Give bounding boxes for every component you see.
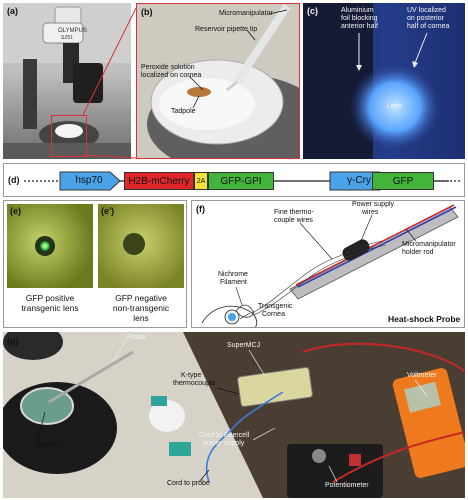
label-peroxide-2: localized on cornea — [141, 72, 202, 79]
scope-model: SZ61 — [61, 35, 73, 41]
panel-label-g: (g) — [7, 336, 19, 346]
caption-e-1: GFP positive — [25, 293, 75, 303]
panel-label-c: (c) — [307, 6, 318, 16]
panel-e-prime: (e') — [98, 204, 184, 288]
caption-e-prime-3: lens — [133, 313, 149, 323]
label-lens: Lens — [387, 103, 403, 110]
label-uv-3: half of cornea — [407, 23, 450, 30]
label-cord-probe: Cord to probe — [167, 480, 210, 487]
gene-gfp: GFP — [372, 172, 434, 190]
gene-gamma-cry: γ-Cry — [347, 175, 371, 186]
panel-label-e-prime: (e') — [101, 206, 115, 216]
gfp-positive-eye — [7, 204, 93, 288]
label-tadpole-b: Tadpole — [171, 108, 196, 115]
scope-brand: OLYMPUS — [58, 28, 87, 34]
gene-h2b-mcherry: H2B-mCherry — [124, 172, 194, 190]
setup-photo — [3, 332, 465, 498]
label-potentiometer: Potentiometer — [325, 482, 369, 489]
gene-hsp70: hsp70 — [75, 175, 103, 186]
label-reservoir-tip: Reservoir pipette tip — [195, 26, 258, 33]
zoom-region-box — [51, 115, 87, 157]
panel-e: (e) — [7, 204, 93, 288]
label-supermcj: SuperMCJ — [227, 342, 261, 349]
probe-title: Heat-shock Probe — [388, 314, 461, 324]
probe-schematic — [201, 204, 459, 327]
label-cord-enercell-2: power supply — [203, 440, 245, 447]
uv-lens-photo — [303, 3, 441, 159]
label-holder-2: holder rod — [402, 249, 434, 256]
label-filament-1: Nichrome — [218, 271, 248, 278]
panel-label-a: (a) — [7, 6, 18, 16]
label-power-wires-2: wires — [362, 209, 379, 216]
panel-label-b: (b) — [141, 7, 153, 17]
label-power-wires-1: Power supply — [352, 201, 395, 208]
label-holder-1: Micromanipulator — [402, 241, 456, 248]
label-voltmeter: Voltmeter — [407, 372, 437, 379]
panel-g: (g) Probe SuperMCJ K-type thermocouple V… — [3, 332, 465, 498]
gfp-negative-eye — [98, 204, 184, 288]
panel-label-e: (e) — [10, 206, 21, 216]
caption-e-prime-2: non-transgenic — [112, 303, 170, 313]
label-cornea-1: Transgenic — [258, 303, 293, 310]
label-uv-2: on posterior — [407, 15, 444, 22]
label-micromanipulator: Micromanipulator — [219, 10, 273, 17]
caption-e-prime-1: GFP negative — [115, 293, 167, 303]
label-uv-1: UV localized — [407, 7, 446, 14]
label-peroxide-1: Peroxide solution — [141, 64, 195, 71]
label-thermo-wires-1: Fine thermo- — [274, 209, 314, 216]
label-foil-3: anterior half — [341, 23, 378, 30]
gene-2a: 2A — [194, 172, 208, 190]
panel-label-f: (f) — [196, 204, 205, 214]
label-ktype-1: K-type — [181, 372, 202, 379]
gene-gfp-gpi: GFP-GPI — [208, 172, 274, 190]
panel-a: OLYMPUS SZ61 (a) — [3, 3, 131, 159]
label-thermo-wires-2: couple wires — [274, 217, 313, 224]
panel-c: Aluminium foil blocking anterior half UV… — [303, 3, 465, 159]
panel-d: (d) hsp70 H2B-mCherry 2A GFP-GPI γ-Cry G… — [3, 163, 465, 197]
panel-b: Micromanipulator Reservoir pipette tip P… — [136, 3, 300, 159]
label-tadpole-g: Tadpole — [33, 442, 58, 449]
panel-label-d: (d) — [8, 175, 20, 185]
caption-e-2: transgenic lens — [21, 303, 79, 313]
label-foil-2: foil blocking — [341, 15, 378, 22]
petri-dish-photo — [137, 4, 299, 158]
panel-f: (f) Fine thermo- couple wires Power supp… — [191, 200, 465, 328]
label-cord-enercell-1: Cord to Enercell — [199, 432, 250, 439]
label-cornea-2: Cornea — [262, 311, 285, 318]
label-foil-1: Aluminium — [341, 7, 374, 14]
panel-e-group: (e) (e') GFP positive transgenic lens GF… — [3, 200, 187, 328]
label-filament-2: Filament — [220, 279, 247, 286]
label-probe: Probe — [127, 334, 146, 341]
label-ktype-2: thermocouple — [173, 380, 216, 387]
